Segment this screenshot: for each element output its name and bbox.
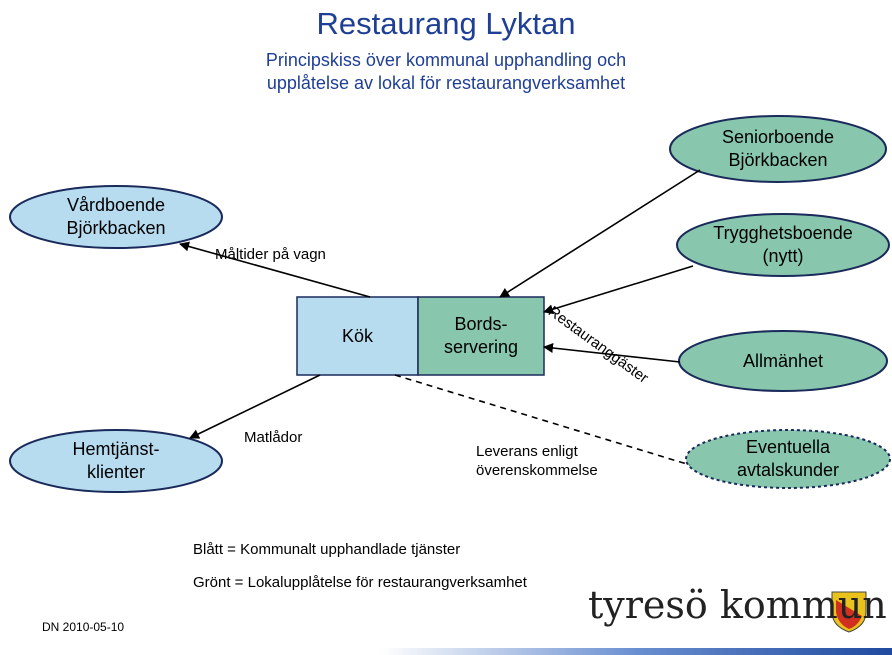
edge-label-leverans-line-2: överenskommelse [476,462,598,479]
arrow-maltider [179,241,371,298]
trygghetsboende-line-2: (nytt) [762,246,804,266]
tyreso-kommun-logo: tyresö kommun [588,583,887,627]
eventuella-line-2: avtalskunder [736,460,840,480]
node-hemtjanst-shape [9,429,223,493]
kok-label: Kök [297,325,418,348]
node-allmanhet: Allmänhet [679,350,887,373]
footer-date: DN 2010-05-10 [42,620,125,634]
page-title: Restaurang Lyktan [316,6,576,41]
arrow-matlador [189,374,321,439]
node-seniorboende: Seniorboende Björkbacken [670,126,886,172]
bords-line-1: Bords- [454,314,508,334]
edge-label-leverans-line-1: Leverans enligt [476,443,578,460]
kok-box [296,296,419,376]
node-vardboende-shape [9,185,223,249]
node-hemtjanst: Hemtjänst- klienter [10,438,222,484]
hemtjanst-line-1: Hemtjänst- [72,439,160,459]
bords-line-2: servering [443,337,519,357]
bottom-accent-bar [380,648,892,655]
trygghetsboende-line-1: Trygghetsboende [713,223,853,243]
edge-label-matlador: Matlådor [244,429,303,446]
subtitle-line-1: Principskiss över kommunal upphandling o… [265,50,627,70]
node-vardboende: Vårdboende Björkbacken [10,194,222,240]
vardboende-line-1: Vårdboende [66,195,166,215]
subtitle-line-2: upplåtelse av lokal för restaurangverksa… [266,73,626,93]
node-eventuella-shape [685,429,891,489]
seniorboende-line-1: Seniorboende [721,127,835,147]
bordsservering-label: Bords- servering [418,313,544,359]
hemtjanst-line-2: klienter [86,462,146,482]
node-allmanhet-shape [678,330,888,392]
arrow-allmanhet [543,343,681,363]
arrow-seniorboende [499,169,701,298]
eventuella-line-1: Eventuella [745,437,831,457]
edge-label-maltider: Måltider på vagn [215,246,326,263]
bordsservering-box [417,296,545,376]
legend-green: Grönt = Lokalupplåtelse för restaurangve… [193,574,527,591]
vardboende-line-2: Björkbacken [66,218,166,238]
node-eventuella: Eventuella avtalskunder [686,436,890,482]
legend-blue: Blått = Kommunalt upphandlade tjänster [193,541,461,558]
arrow-leverans [394,374,691,466]
seniorboende-line-2: Björkbacken [728,150,828,170]
node-trygghetsboende-shape [676,213,890,277]
page-subtitle: Principskiss över kommunal upphandling o… [0,49,892,95]
coat-of-arms-logo [831,591,867,633]
node-trygghetsboende: Trygghetsboende (nytt) [677,222,889,268]
arrow-trygghetsboende [543,265,694,315]
kok-text: Kök [341,326,374,346]
allmanhet-line-1: Allmänhet [742,351,824,371]
node-seniorboende-shape [669,115,887,183]
